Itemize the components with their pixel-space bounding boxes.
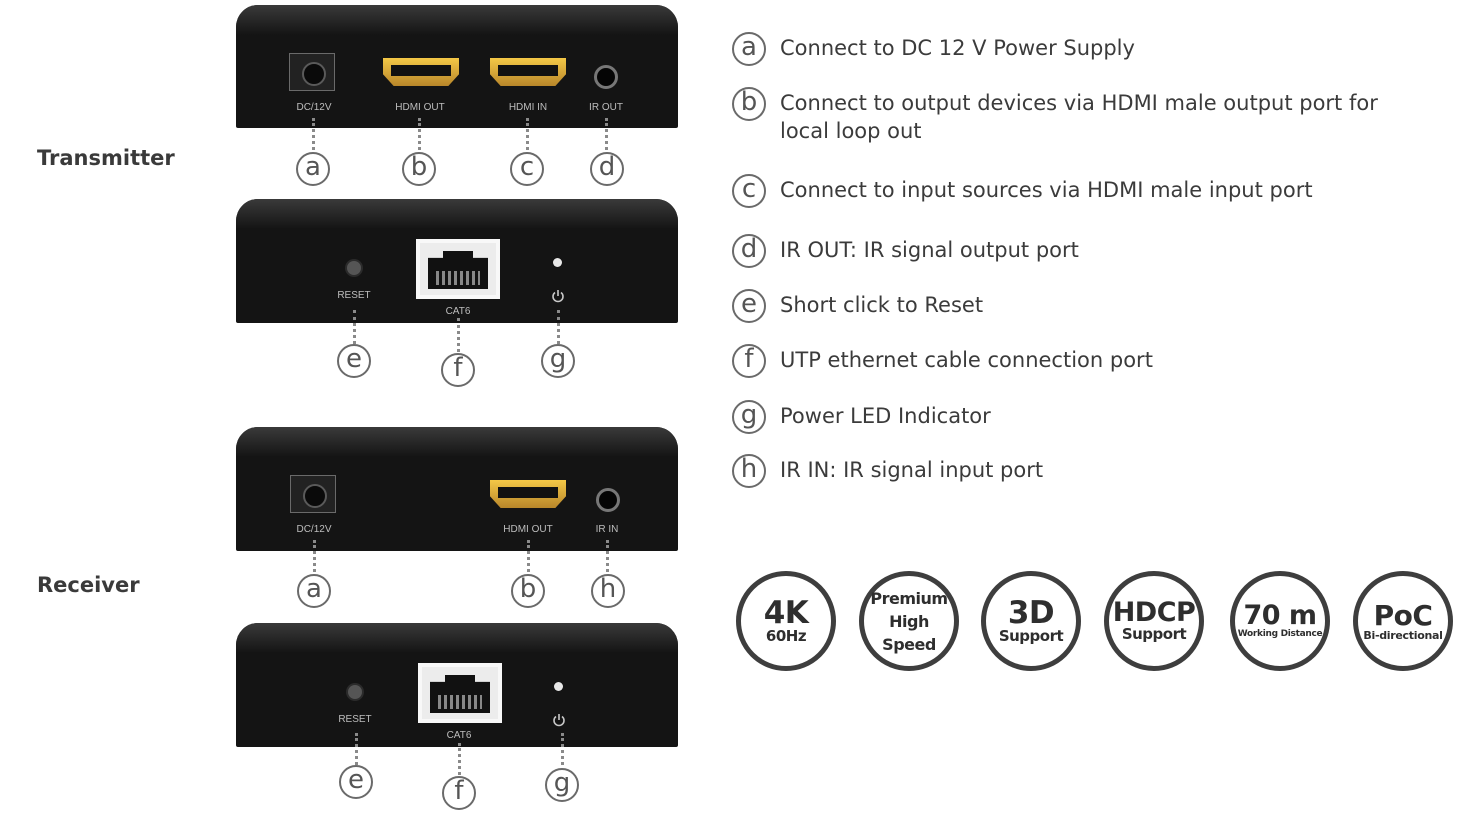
callout-line xyxy=(527,540,530,572)
reset-label: RESET xyxy=(338,714,372,725)
hdmi-out-port xyxy=(383,58,459,86)
receiver-front-panel: RESET CAT6 xyxy=(236,623,678,747)
badge-3d: 3D Support xyxy=(981,571,1081,671)
dc-port-label: DC/12V xyxy=(296,102,332,113)
callout-g: g xyxy=(545,768,579,802)
callout-c: c xyxy=(510,152,544,186)
callout-a: a xyxy=(296,152,330,186)
callout-e: e xyxy=(339,765,373,799)
legend-text: IR OUT: IR signal output port xyxy=(780,238,1079,262)
badge-line: High xyxy=(889,611,929,631)
callout-line xyxy=(418,118,421,150)
cat6-port xyxy=(416,239,500,299)
callout-line xyxy=(526,118,529,150)
callout-line xyxy=(606,540,609,572)
badge-4k: 4K 60Hz xyxy=(736,571,836,671)
badge-poc: PoC Bi-directional xyxy=(1353,571,1453,671)
ir-in-label: IR IN xyxy=(595,524,619,535)
badge-70m: 70 m Working Distance xyxy=(1230,571,1330,671)
badge-title: 4K xyxy=(763,594,809,631)
callout-line xyxy=(355,733,358,765)
legend-letter: f xyxy=(732,344,766,378)
badge-title: PoC xyxy=(1373,598,1433,632)
legend-text: Connect to input sources via HDMI male i… xyxy=(780,178,1313,202)
cat6-label: CAT6 xyxy=(446,730,472,741)
legend-letter: e xyxy=(732,289,766,323)
dc-power-jack xyxy=(290,475,336,513)
legend-letter: h xyxy=(732,454,766,488)
callout-f: f xyxy=(442,776,476,810)
hdmi-out-label: HDMI OUT xyxy=(503,524,553,535)
badge-subtitle: Bi-directional xyxy=(1363,628,1443,642)
ir-out-jack xyxy=(594,65,618,89)
power-icon xyxy=(553,714,565,727)
transmitter-front-panel: RESET CAT6 xyxy=(236,199,678,323)
callout-f: f xyxy=(441,353,475,387)
badge-title: HDCP xyxy=(1112,596,1196,628)
reset-button xyxy=(348,685,362,699)
callout-b: b xyxy=(511,574,545,608)
legend-text: Power LED Indicator xyxy=(780,404,991,428)
legend-letter: c xyxy=(732,174,766,208)
badge-line: Speed xyxy=(882,634,936,654)
power-led xyxy=(554,682,563,691)
hdmi-out-label: HDMI OUT xyxy=(395,102,445,113)
badge-title: 3D xyxy=(1007,594,1055,631)
callout-h: h xyxy=(591,574,625,608)
callout-line xyxy=(457,318,460,352)
legend-letter: d xyxy=(732,234,766,268)
callout-line xyxy=(313,540,316,572)
badge-line: Premium xyxy=(870,588,948,608)
badge-subtitle: Working Distance xyxy=(1237,629,1323,640)
power-led xyxy=(553,258,562,267)
cat6-port xyxy=(418,663,502,723)
legend-text: IR IN: IR signal input port xyxy=(780,458,1044,482)
ir-out-label: IR OUT xyxy=(589,102,623,113)
hdmi-out-port xyxy=(490,480,566,508)
callout-line xyxy=(458,743,461,775)
legend-text: Connect to output devices via HDMI male … xyxy=(780,91,1378,143)
dc-power-jack xyxy=(289,53,335,91)
transmitter-heading: Transmitter xyxy=(37,146,175,170)
callout-line xyxy=(561,733,564,765)
cat6-label: CAT6 xyxy=(445,306,471,317)
badge-subtitle: 60Hz xyxy=(765,627,807,646)
callout-line xyxy=(605,118,608,150)
receiver-back-panel: DC/12V HDMI OUT IR IN xyxy=(236,427,678,551)
reset-button xyxy=(347,261,361,275)
reset-label: RESET xyxy=(337,290,371,301)
callout-d: d xyxy=(590,152,624,186)
hdmi-in-label: HDMI IN xyxy=(508,102,548,113)
badge-title: 70 m xyxy=(1243,600,1317,632)
transmitter-back-panel: DC/12V HDMI OUT HDMI IN IR OUT xyxy=(236,5,678,128)
callout-a: a xyxy=(297,574,331,608)
callout-line xyxy=(353,310,356,344)
badge-premium-high-speed: Premium High Speed xyxy=(859,571,959,671)
legend-letter: g xyxy=(732,400,766,434)
callout-e: e xyxy=(337,344,371,378)
legend-text: Short click to Reset xyxy=(780,293,984,317)
hdmi-in-port xyxy=(490,58,566,86)
legend-text: Connect to DC 12 V Power Supply xyxy=(780,36,1135,60)
callout-line xyxy=(557,310,560,344)
legend-letter: b xyxy=(732,87,766,121)
badge-subtitle: Support xyxy=(998,627,1064,646)
callout-b: b xyxy=(402,152,436,186)
badge-hdcp: HDCP Support xyxy=(1104,571,1204,671)
legend-letter: a xyxy=(732,32,766,66)
legend-text: UTP ethernet cable connection port xyxy=(780,348,1153,372)
callout-g: g xyxy=(541,344,575,378)
dc-port-label: DC/12V xyxy=(296,524,332,535)
receiver-heading: Receiver xyxy=(37,573,140,597)
power-icon xyxy=(552,290,564,303)
badge-subtitle: Support xyxy=(1121,625,1187,644)
ir-in-jack xyxy=(596,488,620,512)
callout-line xyxy=(312,118,315,150)
